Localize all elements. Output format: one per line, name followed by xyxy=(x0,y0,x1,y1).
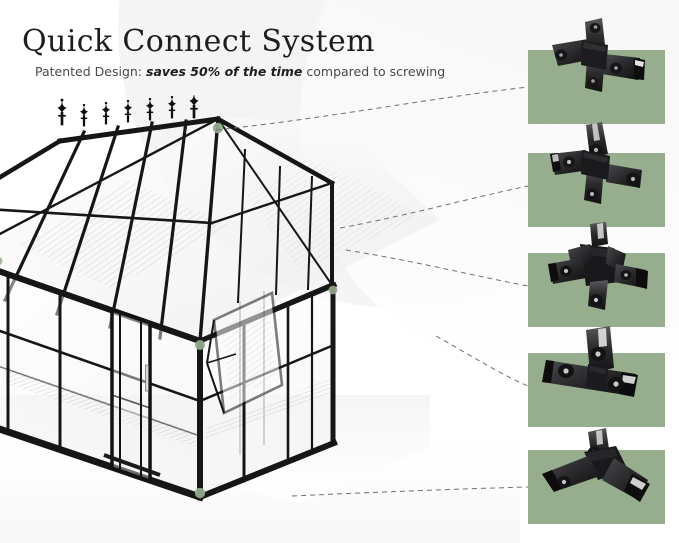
greenhouse-illustration xyxy=(0,95,520,515)
connector-part-4-3-way-tee-connector xyxy=(528,320,665,420)
connector-part-2-4-way-hinged-connector xyxy=(528,120,665,220)
connector-dot-eave xyxy=(195,340,205,350)
connector-part-1-4-way-cross-connector xyxy=(528,14,665,114)
subtitle-prefix: Patented Design: xyxy=(35,64,146,79)
connector-part-5-3-way-base-corner-connector xyxy=(528,418,665,518)
page-subtitle: Patented Design: saves 50% of the time c… xyxy=(35,64,445,79)
connector-dot-left-eave xyxy=(0,257,3,265)
page-title: Quick Connect System xyxy=(22,24,375,59)
connector-dot-base-corner xyxy=(194,487,206,499)
subtitle-suffix: compared to screwing xyxy=(302,64,446,79)
connector-dot-upper-corner xyxy=(328,285,338,295)
connector-part-3-5-way-corner-connector xyxy=(528,220,665,320)
subtitle-emphasis: saves 50% of the time xyxy=(146,64,303,79)
